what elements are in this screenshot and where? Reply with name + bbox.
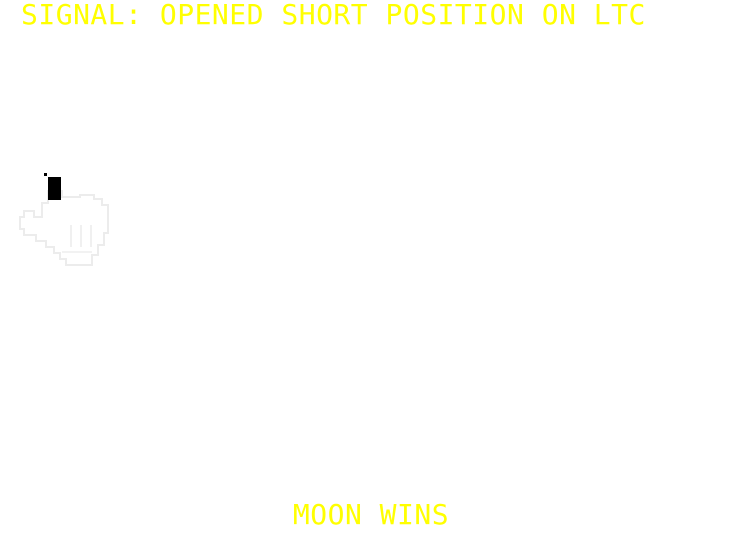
pointing-hand-cursor-icon [18,173,112,269]
signal-message: SIGNAL: OPENED SHORT POSITION ON LTC [21,0,646,31]
moon-wins-banner: MOON WINS [292,498,450,531]
